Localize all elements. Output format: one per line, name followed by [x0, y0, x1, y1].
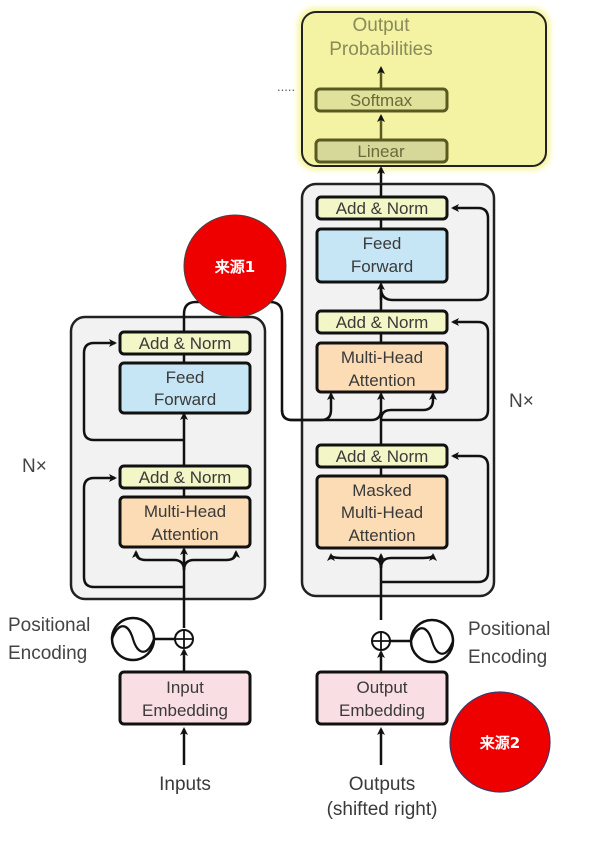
decoder-ff-label-1: Feed — [363, 234, 402, 253]
decoder-stack: Add & Norm Feed Forward Add & Norm Multi… — [300, 182, 496, 620]
decoder-feed-forward[interactable] — [315, 227, 449, 284]
encoder-positional-label-2: Encoding — [8, 643, 87, 664]
encoder-add-norm-bottom[interactable] — [118, 464, 252, 490]
encoder-attn-residual — [82, 474, 184, 589]
output-embedding-box[interactable] — [315, 670, 449, 726]
encoder-positional-label-1: Positional — [8, 615, 90, 636]
linear-label: Linear — [357, 142, 405, 161]
outputs-label-2: (shifted right) — [327, 799, 438, 820]
decoder-add-norm-top-label: Add & Norm — [336, 199, 429, 218]
input-embedding-box[interactable] — [118, 670, 252, 726]
decoder-masked-right-arrow — [379, 553, 437, 569]
decoder-query-arrow — [379, 392, 437, 421]
decoder-add-norm-mid-label: Add & Norm — [336, 313, 429, 332]
outputs-label-1: Outputs — [349, 774, 416, 795]
output-embedding-label-2: Embedding — [339, 701, 425, 720]
encoder-mha-label-1: Multi-Head — [144, 502, 226, 521]
decoder-add-norm-mid[interactable] — [315, 309, 449, 335]
input-embedding-label-1: Input — [166, 678, 204, 697]
encoder-add-norm-top-label: Add & Norm — [139, 334, 232, 353]
output-probabilities-label-1: Output — [352, 15, 410, 36]
output-head: Output Probabilities Softmax Linear ....… — [277, 8, 550, 170]
encoder-feed-forward[interactable] — [118, 361, 252, 415]
decoder-masked-left-arrow — [327, 553, 383, 569]
decoder-mha-label-2: Attention — [348, 371, 415, 390]
inputs-label: Inputs — [159, 774, 211, 795]
softmax-box[interactable] — [314, 87, 449, 113]
decoder-positional-label-1: Positional — [468, 619, 550, 640]
output-embedding-label-1: Output — [356, 678, 407, 697]
softmax-label: Softmax — [350, 91, 413, 110]
encoder-input-section: Positional Encoding Input Embedding Inpu… — [8, 615, 252, 795]
encoder-multi-head-attention[interactable] — [118, 495, 252, 549]
decoder-add-norm-bottom-label: Add & Norm — [336, 447, 429, 466]
decoder-add-norm-top[interactable] — [315, 195, 449, 221]
decoder-positional-label-2: Encoding — [468, 647, 547, 668]
source-badge-1-label: 来源1 — [214, 258, 255, 276]
encoder-stack: Add & Norm Feed Forward Add & Norm Multi… — [69, 315, 267, 628]
ellipsis-text: ..... — [277, 79, 295, 94]
decoder-ff-label-2: Forward — [351, 257, 413, 276]
linear-box[interactable] — [314, 138, 449, 164]
source-badge-2[interactable]: 来源2 — [449, 691, 551, 793]
encoder-ff-residual — [82, 339, 184, 442]
decoder-repeat-label: N× — [509, 391, 534, 412]
decoder-masked-attention[interactable] — [315, 474, 449, 550]
decoder-masked-label-2: Multi-Head — [341, 503, 423, 522]
encoder-ff-label-1: Feed — [166, 368, 205, 387]
decoder-masked-label-3: Attention — [348, 526, 415, 545]
source-badge-2-label: 来源2 — [479, 734, 520, 752]
output-probabilities-label-2: Probabilities — [329, 39, 433, 60]
encoder-ff-label-2: Forward — [154, 390, 216, 409]
encoder-repeat-label: N× — [22, 456, 47, 477]
encoder-attn-left-arrow — [132, 550, 186, 571]
decoder-mha-label-1: Multi-Head — [341, 348, 423, 367]
decoder-masked-label-1: Masked — [352, 481, 412, 500]
decoder-self-residual — [381, 452, 490, 584]
source-badge-1[interactable]: 来源1 — [183, 214, 287, 318]
decoder-add-norm-bottom[interactable] — [315, 443, 449, 469]
encoder-add-norm-bottom-label: Add & Norm — [139, 468, 232, 487]
decoder-cross-residual — [381, 318, 490, 422]
decoder-input-section: Positional Encoding Output Embedding Out… — [315, 618, 550, 820]
encoder-attn-right-arrow — [182, 550, 240, 571]
encoder-mha-label-2: Attention — [151, 525, 218, 544]
encoder-to-decoder-value-arrow — [280, 392, 385, 422]
input-embedding-label-2: Embedding — [142, 701, 228, 720]
decoder-ff-residual — [379, 204, 490, 302]
